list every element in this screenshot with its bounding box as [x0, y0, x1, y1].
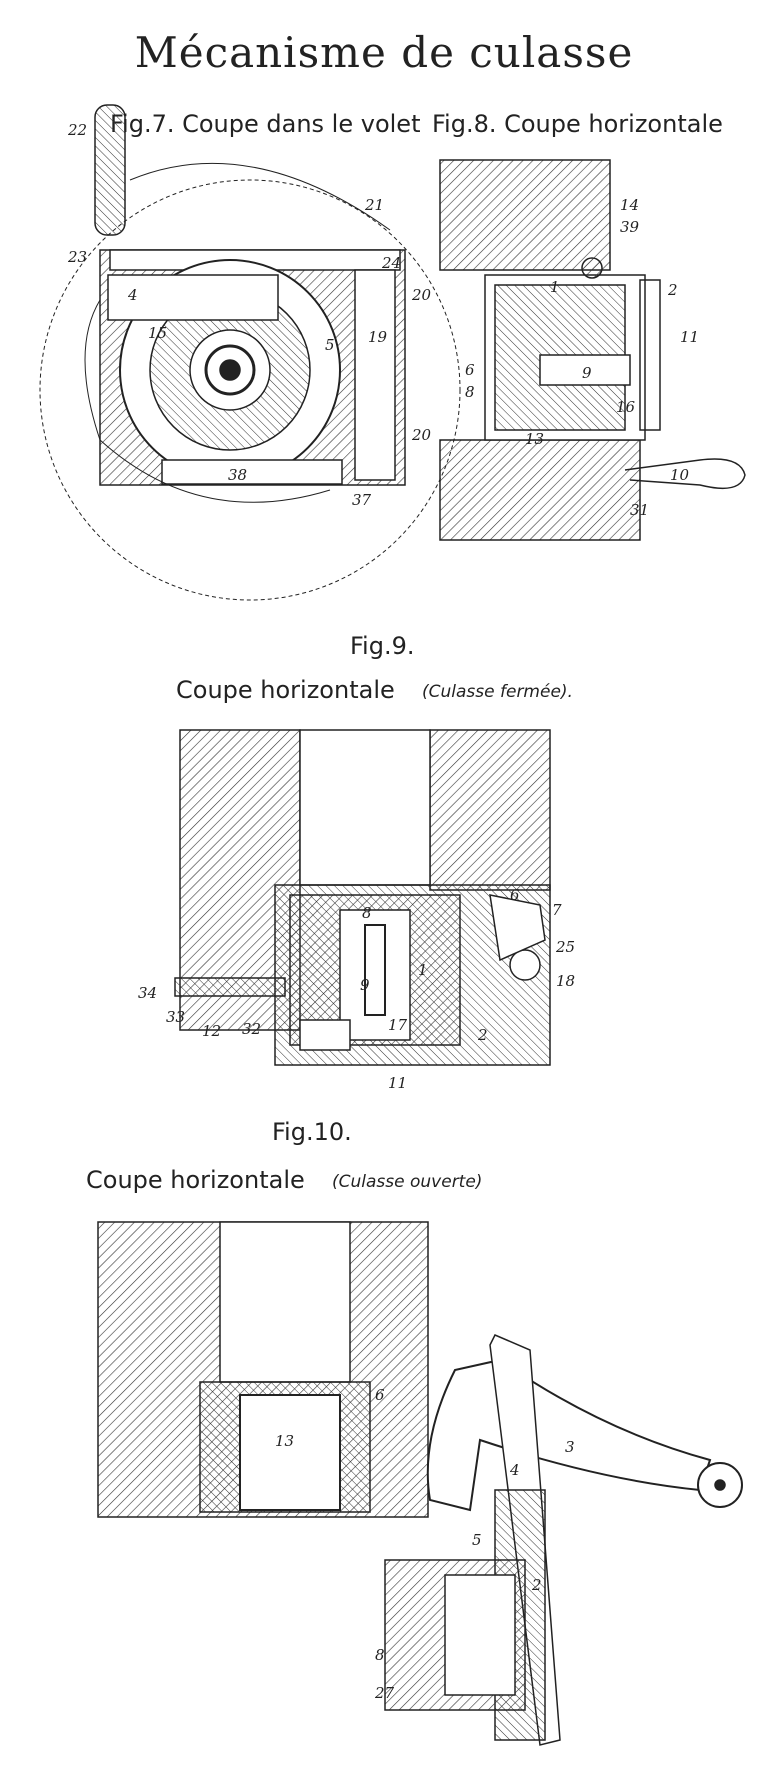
label-4: 4	[509, 1461, 520, 1479]
label-38: 38	[228, 466, 247, 484]
fig10-labels: 6 3 13 4 5 2 8 27	[275, 1386, 575, 1702]
label-8: 8	[375, 1646, 385, 1664]
label-21: 21	[364, 196, 384, 214]
label-14: 14	[620, 196, 639, 214]
fig8-caption: Fig.8. Coupe horizontale	[432, 110, 723, 138]
label-3: 3	[565, 1438, 575, 1456]
label-25: 25	[555, 938, 575, 956]
label-22: 22	[67, 121, 87, 139]
label-4: 4	[127, 286, 138, 304]
label-7: 7	[552, 901, 562, 919]
label-18: 18	[556, 972, 575, 990]
label-16: 16	[616, 398, 636, 416]
label-9: 9	[360, 976, 370, 994]
fig7-labels: 22 23 4 15 21 24 20 19 20 38 37 5	[67, 121, 432, 509]
label-39: 39	[620, 218, 640, 236]
label-2: 2	[531, 1576, 542, 1594]
label-13: 13	[275, 1432, 294, 1450]
fig10-drawing	[97, 1221, 743, 1746]
fig10-note: (Culasse ouverte)	[332, 1172, 483, 1192]
page-title: Mécanisme de culasse	[134, 28, 634, 77]
label-8: 8	[465, 383, 475, 401]
fig9-drawing	[174, 729, 551, 1066]
fig9-caption: Coupe horizontale	[176, 676, 395, 704]
label-20b: 20	[411, 426, 432, 444]
label-19: 19	[368, 328, 388, 346]
fig10-number: Fig.10.	[272, 1118, 352, 1146]
label-15: 15	[148, 324, 167, 342]
label-20a: 20	[411, 286, 432, 304]
label-33: 33	[166, 1008, 185, 1026]
fig8-drawing	[439, 159, 746, 541]
label-11: 11	[680, 328, 699, 346]
label-5: 5	[472, 1531, 482, 1549]
label-5: 5	[325, 336, 335, 354]
label-34: 34	[138, 984, 157, 1002]
label-8: 8	[362, 904, 372, 922]
label-32: 32	[242, 1020, 261, 1038]
fig8-labels: 14 39 2 1 11 6 8 9 16 13 10 31	[465, 196, 699, 519]
label-6: 6	[465, 361, 475, 379]
label-1: 1	[550, 278, 560, 296]
label-6: 6	[510, 886, 520, 904]
label-37: 37	[352, 491, 372, 509]
label-12: 12	[202, 1022, 221, 1040]
label-6: 6	[375, 1386, 385, 1404]
label-11: 11	[388, 1074, 407, 1092]
label-13: 13	[525, 430, 544, 448]
label-17: 17	[388, 1016, 408, 1034]
label-2: 2	[667, 281, 678, 299]
fig7-drawing	[39, 104, 461, 601]
fig9-labels: 8 6 7 25 18 1 9 34 33 12 32 17 2 11	[138, 886, 575, 1092]
label-23: 23	[67, 248, 87, 266]
fig9-number: Fig.9.	[350, 632, 415, 660]
fig9-note: (Culasse fermée).	[422, 682, 573, 702]
label-9: 9	[582, 364, 592, 382]
label-31: 31	[630, 501, 649, 519]
label-27: 27	[374, 1684, 395, 1702]
fig7-caption: Fig.7. Coupe dans le volet	[110, 110, 421, 138]
label-1: 1	[418, 961, 428, 979]
label-24: 24	[381, 254, 401, 272]
label-2: 2	[477, 1026, 488, 1044]
fig10-caption: Coupe horizontale	[86, 1166, 305, 1194]
label-10: 10	[670, 466, 690, 484]
